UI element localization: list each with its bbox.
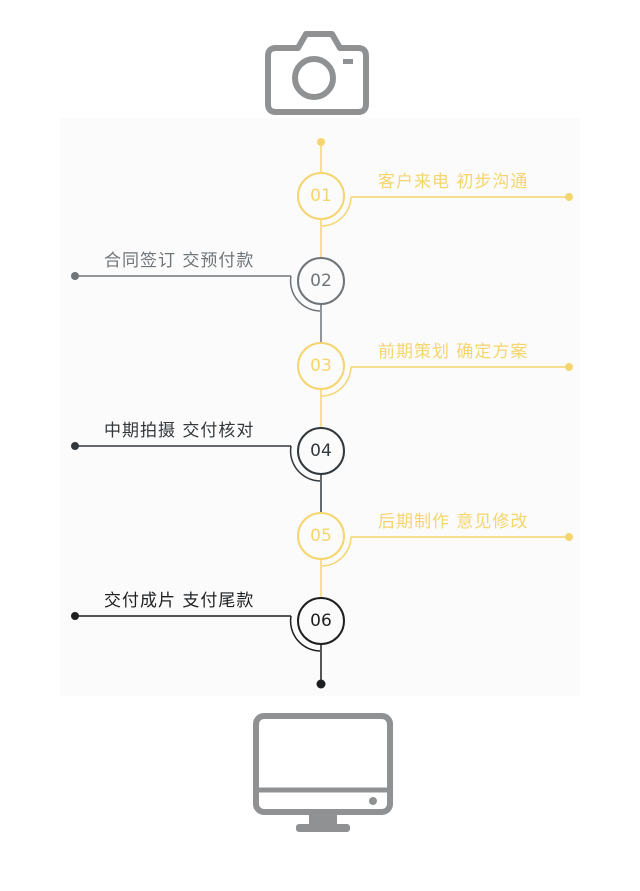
connector-arc [321, 196, 352, 227]
step-label: 交付成片 支付尾款 [104, 591, 255, 611]
step-number: 04 [310, 441, 332, 461]
step-number: 03 [310, 356, 332, 376]
end-dot [316, 679, 326, 689]
step-label: 中期拍摄 交付核对 [104, 421, 255, 441]
monitor-icon [253, 713, 393, 832]
connector-arc [289, 445, 321, 482]
step-label: 客户来电 初步沟通 [378, 172, 529, 192]
step-end-dot [565, 533, 573, 541]
step-end-dot [565, 193, 573, 201]
connector-arc [289, 615, 321, 652]
step-node [297, 427, 345, 475]
connector-arc [321, 536, 352, 567]
step-number: 05 [310, 526, 332, 546]
step-end-dot [71, 442, 79, 450]
step-end-dot [565, 363, 573, 371]
step-label: 合同签订 交预付款 [104, 251, 255, 271]
camera-icon [265, 31, 369, 115]
connector-arc [321, 366, 352, 397]
step-node [297, 512, 345, 560]
step-number: 01 [310, 186, 332, 206]
step-label: 后期制作 意见修改 [378, 512, 529, 532]
connector-arc [289, 275, 321, 312]
step-node [297, 257, 345, 305]
step-number: 06 [310, 611, 332, 631]
step-label: 前期策划 确定方案 [378, 342, 529, 362]
step-end-dot [71, 612, 79, 620]
step-node [297, 597, 345, 645]
step-node [297, 342, 345, 390]
step-node [297, 172, 345, 220]
step-number: 02 [310, 271, 332, 291]
step-end-dot [71, 272, 79, 280]
